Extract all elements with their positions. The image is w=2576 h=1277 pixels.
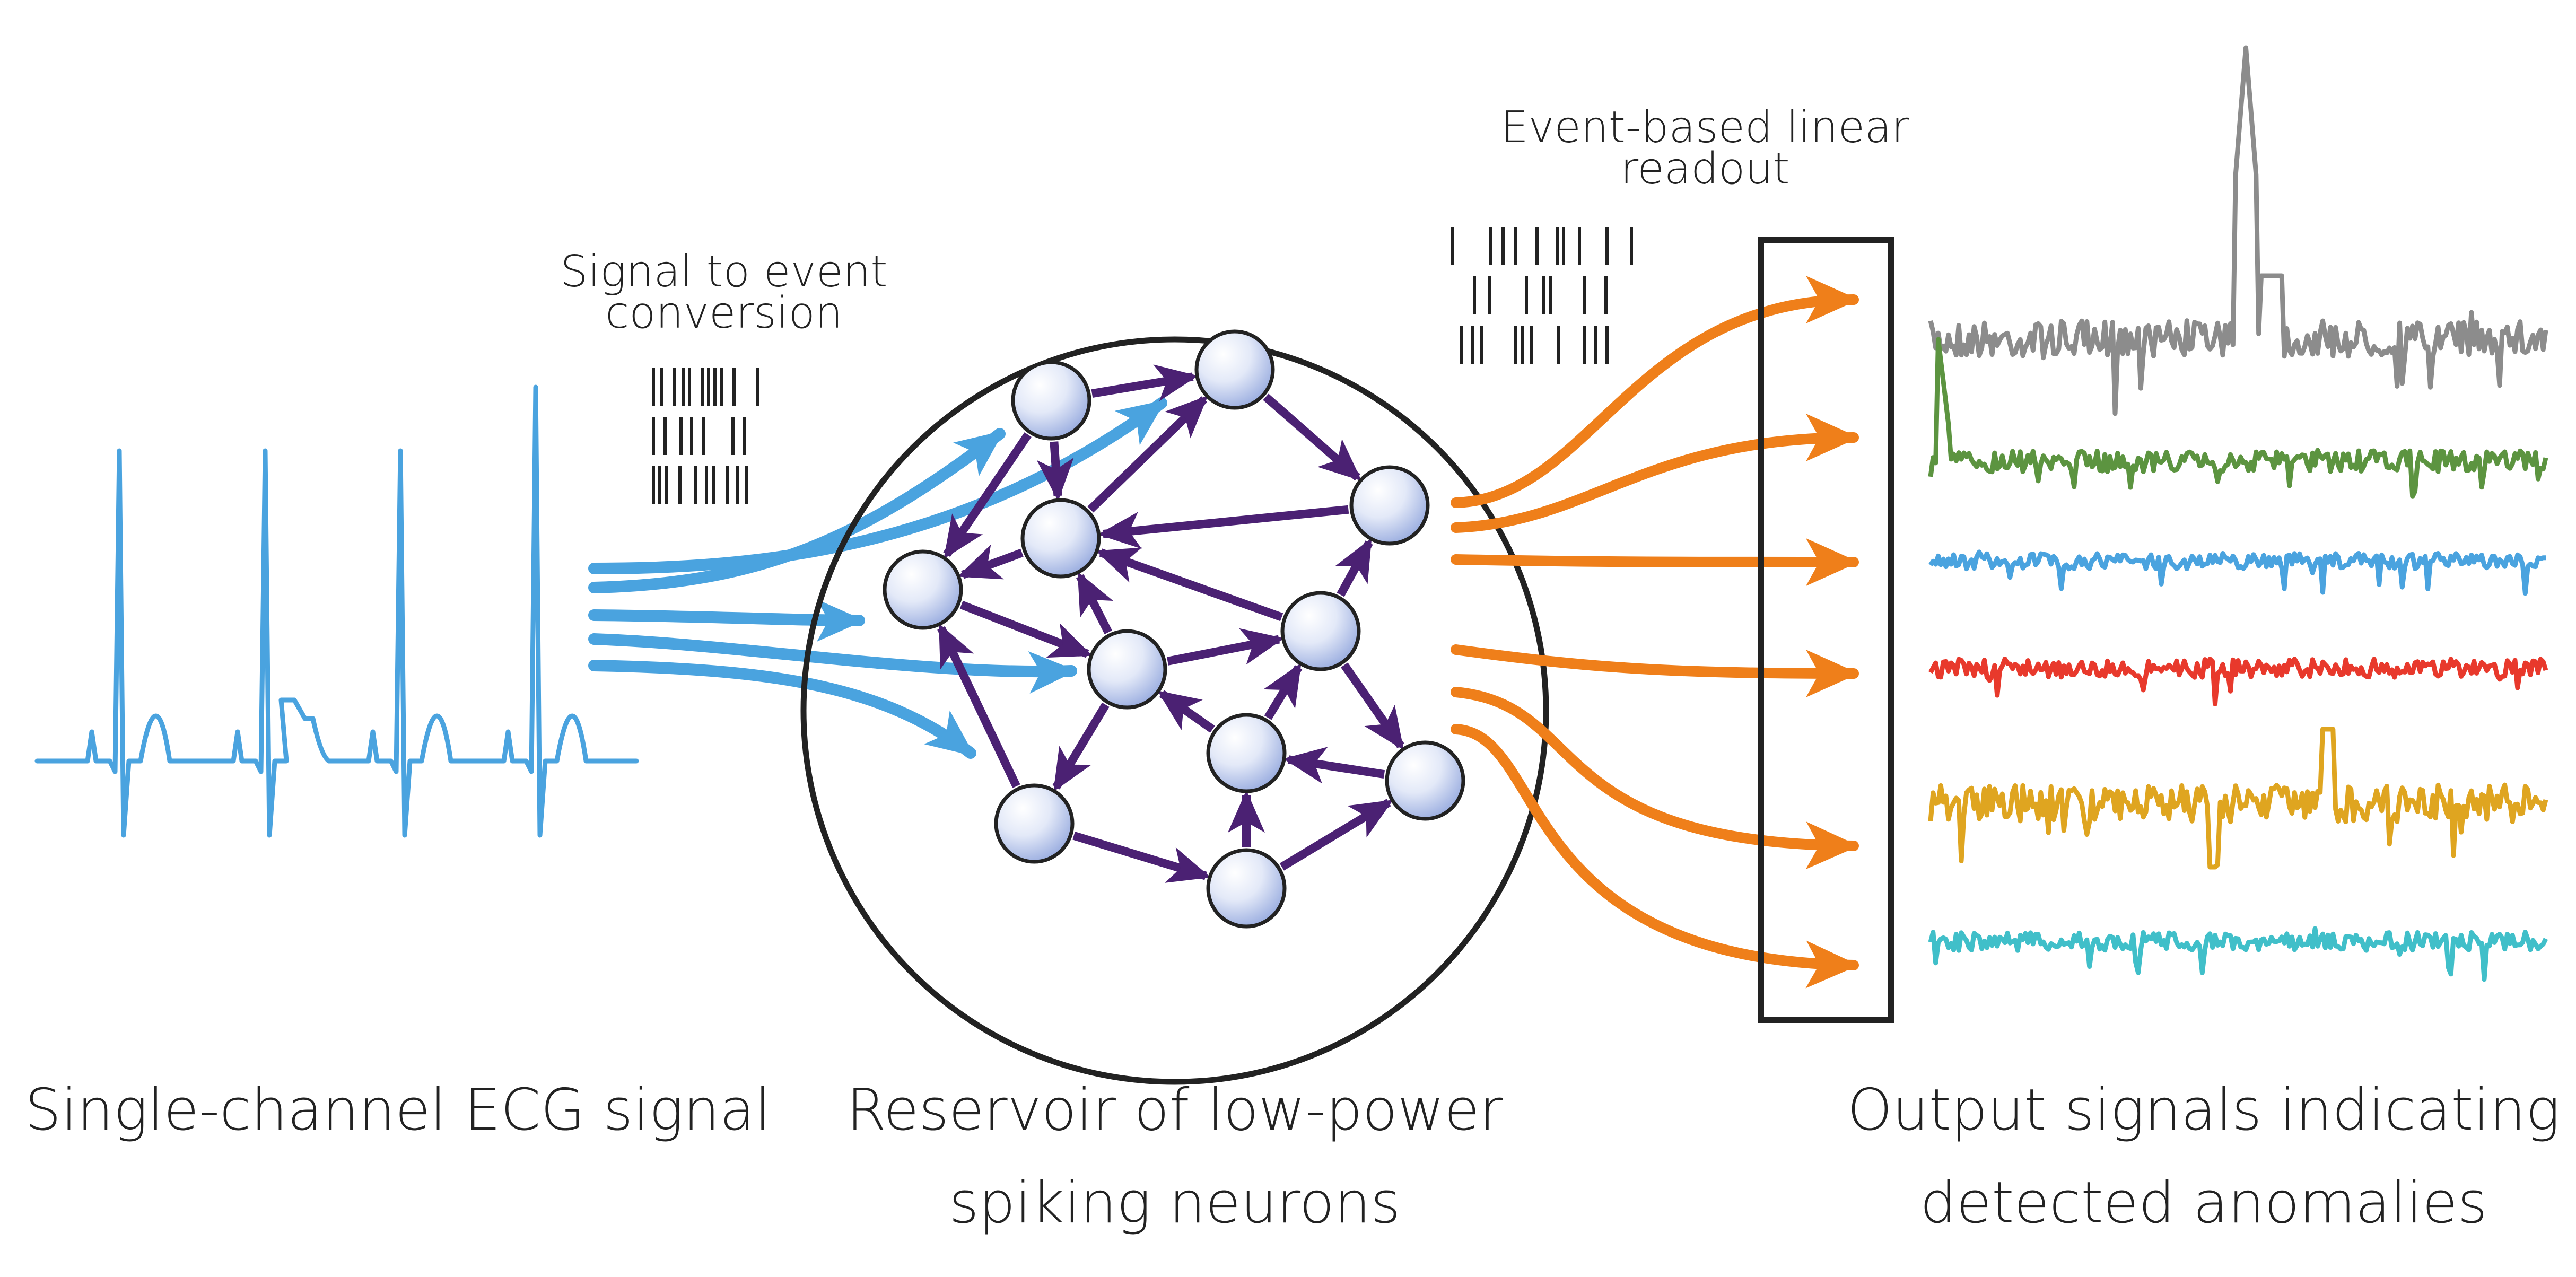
synapse-arrow — [1095, 547, 1283, 622]
output-label-line1: Output signals indicating — [1847, 1077, 2560, 1143]
neurons — [883, 329, 1465, 929]
output-arrow — [1451, 276, 1859, 508]
output-arrow — [1451, 414, 1859, 533]
synapse-arrow — [943, 432, 1032, 559]
synapse-arrow — [1036, 441, 1074, 502]
output-label-line2: detected anomalies — [1920, 1170, 2487, 1236]
synapse-arrows — [937, 364, 1404, 883]
reservoir-circle — [800, 336, 1549, 1085]
readout-label-line1: Event-based linear — [1501, 102, 1909, 153]
neuron — [1011, 360, 1091, 441]
neuron — [1280, 591, 1361, 671]
conversion-label-line1: Signal to event — [560, 247, 887, 297]
synapse-arrow — [1263, 393, 1362, 481]
synapse-arrow — [937, 623, 1020, 789]
synapse-arrow — [1097, 505, 1349, 549]
synapse-arrow — [1279, 799, 1394, 871]
synapse-arrow — [1335, 538, 1373, 597]
output-arrows — [1451, 276, 1859, 989]
input-spike-raster — [652, 368, 759, 504]
input-arrow — [588, 397, 1167, 574]
input-arrows — [588, 397, 1167, 759]
conversion-label-line2: conversion — [605, 288, 843, 338]
synapse-arrow — [1263, 662, 1303, 720]
ecg-label: Single-channel ECG signal — [25, 1077, 771, 1143]
reservoir-label-line1: Reservoir of low-power — [846, 1077, 1504, 1143]
neuron — [883, 549, 963, 630]
synapse-arrow — [1087, 395, 1208, 513]
neuron — [1206, 713, 1287, 793]
output-traces — [1928, 45, 2548, 982]
synapse-arrow — [1283, 747, 1385, 784]
input-arrow — [588, 633, 1077, 694]
synapse-arrow — [1166, 628, 1285, 666]
output-trace — [1928, 727, 2548, 870]
neuron — [1206, 848, 1287, 929]
synapse-arrow — [1052, 702, 1110, 792]
synapse-arrow — [957, 544, 1024, 580]
output-trace — [1928, 337, 2548, 499]
input-arrow — [588, 599, 865, 642]
output-arrow — [1451, 687, 1859, 870]
neuron — [994, 783, 1075, 864]
synapse-arrow — [1341, 662, 1404, 750]
input-arrow — [588, 660, 976, 759]
output-arrow — [1451, 724, 1859, 989]
synapse-arrow — [959, 600, 1093, 658]
output-trace — [1928, 657, 2548, 706]
readout-box — [1758, 237, 1894, 1023]
neuron — [1349, 465, 1430, 546]
neuron — [1385, 740, 1465, 821]
neuron — [1087, 629, 1167, 710]
output-trace — [1928, 926, 2548, 982]
reservoir-label-line2: spiking neurons — [949, 1170, 1400, 1236]
output-spike-raster — [1451, 227, 1633, 364]
output-arrow — [1451, 538, 1859, 586]
input-arrow — [588, 428, 1006, 593]
neuron — [1194, 329, 1275, 410]
ecg-signal — [34, 384, 639, 838]
synapse-arrow — [1091, 364, 1198, 401]
output-arrow — [1451, 644, 1859, 697]
synapse-arrow — [1072, 832, 1211, 883]
synapse-arrow — [1157, 690, 1215, 733]
ecg-trace — [34, 384, 639, 838]
synapse-arrow — [1076, 571, 1113, 635]
output-trace — [1928, 549, 2546, 596]
output-trace — [1928, 45, 2548, 416]
readout-label-line2: readout — [1621, 144, 1790, 194]
neuron — [1020, 498, 1101, 579]
